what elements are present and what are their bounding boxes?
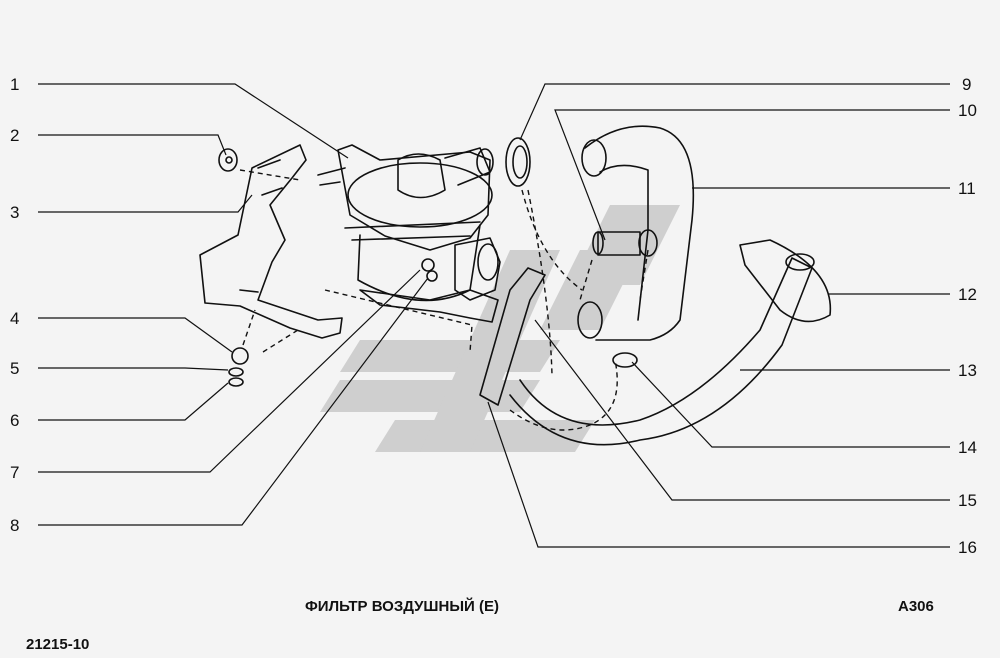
bracket-part [199,144,343,339]
callout-11: 11 [958,179,976,198]
callout-15: 15 [958,491,977,510]
nut-part [231,347,249,365]
callout-14: 14 [958,438,977,457]
callout-16: 16 [958,538,977,557]
breather-tube-part [479,267,546,406]
air-filter-housing [317,144,494,302]
elbow-hose-part [584,125,695,341]
callout-12: 12 [958,285,977,304]
callout-9: 9 [962,75,971,94]
small-clamp-part [612,352,638,368]
callout-8: 8 [10,516,19,535]
fastener-part [421,258,435,272]
catalog-number: 21215-10 [26,636,90,653]
callout-5: 5 [10,359,19,378]
bushing-part [218,148,238,172]
long-hose-part [509,257,813,446]
diagram-title: ФИЛЬТР ВОЗДУШНЫЙ (Е) [305,598,499,615]
diagram-code: А306 [898,598,934,615]
callout-2: 2 [10,126,19,145]
callout-7: 7 [10,463,19,482]
callout-3: 3 [10,203,19,222]
watermark-logo-icon [320,205,680,452]
short-pipe-part [597,231,641,256]
callout-1: 1 [10,75,19,94]
washer-part [228,367,244,377]
callout-4: 4 [10,309,19,328]
clamp-ring-part [505,137,531,187]
spring-washer-part [228,377,244,387]
callout-13: 13 [958,361,977,380]
inlet-pipe-part [454,237,501,301]
callout-10: 10 [958,101,977,120]
hose-clamp-part [739,239,832,323]
callout-6: 6 [10,411,19,430]
